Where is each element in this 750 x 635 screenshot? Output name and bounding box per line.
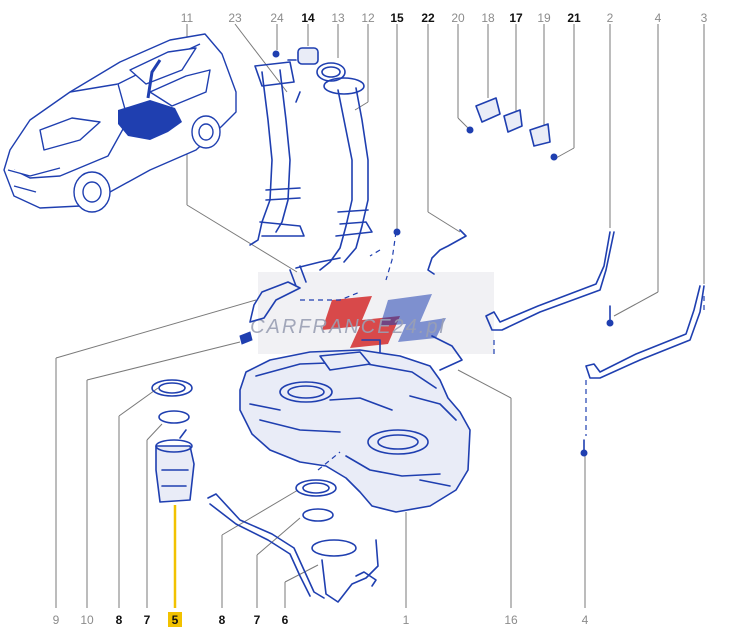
part-label-12: 12	[361, 11, 375, 25]
part-label-3: 3	[701, 11, 708, 25]
part-label-2: 2	[607, 11, 614, 25]
part-label-16: 16	[504, 613, 518, 627]
part-label-9: 9	[53, 613, 60, 627]
part-label-19: 19	[537, 11, 551, 25]
part-label-4: 4	[582, 613, 589, 627]
filler-neck-assembly	[239, 61, 373, 345]
watermark: CARFRANCE24.pl	[250, 272, 494, 354]
part-label-14: 14	[301, 11, 315, 25]
part-label-15: 15	[390, 11, 404, 25]
part-label-24: 24	[270, 11, 284, 25]
part-label-4: 4	[655, 11, 662, 25]
part-label-21: 21	[567, 11, 581, 25]
part-label-7: 7	[144, 613, 151, 627]
part-label-10: 10	[80, 613, 94, 627]
vehicle-illustration	[3, 33, 237, 213]
fuel-tank	[239, 335, 471, 513]
part-label-17: 17	[509, 11, 523, 25]
part-label-6: 6	[282, 613, 289, 627]
part-label-13: 13	[331, 11, 345, 25]
part-label-11: 11	[181, 11, 194, 25]
part-label-5: 5	[172, 613, 179, 627]
part-label-8: 8	[219, 613, 226, 627]
highlight-box	[168, 612, 182, 627]
tank-straps	[485, 231, 705, 457]
small-parts	[272, 47, 558, 301]
part-label-23: 23	[228, 11, 242, 25]
level-sender-assembly	[207, 451, 379, 603]
part-label-20: 20	[451, 11, 465, 25]
part-label-7: 7	[254, 613, 261, 627]
part-label-18: 18	[481, 11, 495, 25]
part-label-1: 1	[403, 613, 410, 627]
fuel-pump-assembly	[151, 379, 195, 503]
part-label-22: 22	[421, 11, 435, 25]
part-label-8: 8	[116, 613, 123, 627]
leader-lines	[55, 23, 705, 608]
watermark-text: CARFRANCE24.pl	[250, 316, 446, 338]
